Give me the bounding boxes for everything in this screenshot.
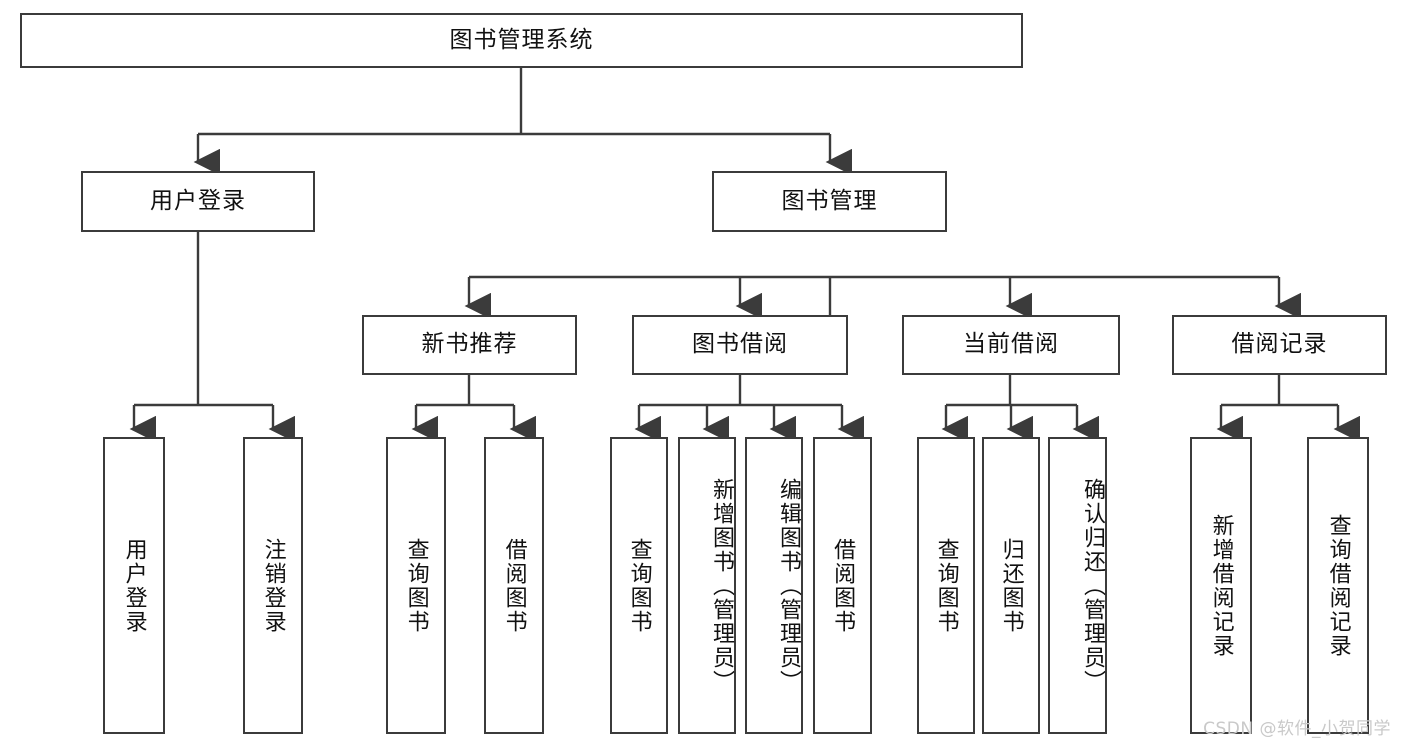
node-book-management[interactable]: 图书管理	[712, 171, 947, 232]
leaf-query-book-borrow-label: 查询图书	[626, 537, 652, 634]
leaf-user-login[interactable]: 用户登录	[103, 437, 165, 734]
node-root-label: 图书管理系统	[449, 26, 594, 53]
node-borrow-record-label: 借阅记录	[1231, 331, 1328, 358]
leaf-query-book-current[interactable]: 查询图书	[917, 437, 975, 734]
leaf-return-book-label: 归还图书	[998, 537, 1024, 634]
watermark: CSDN @软件_小贺同学	[1203, 719, 1391, 739]
node-new-book-recommend-label: 新书推荐	[421, 331, 518, 358]
node-current-borrow-label: 当前借阅	[963, 331, 1059, 358]
leaf-borrow-book-recommend-label: 借阅图书	[501, 537, 527, 634]
node-user-login-label: 用户登录	[150, 187, 246, 214]
leaf-borrow-book-label: 借阅图书	[830, 537, 856, 634]
leaf-return-book[interactable]: 归还图书	[982, 437, 1040, 734]
leaf-confirm-return-admin-label: 确认归还（管理员）	[1080, 477, 1105, 694]
leaf-query-book-current-label: 查询图书	[933, 537, 959, 634]
leaf-confirm-return-admin[interactable]: 确认归还（管理员）	[1048, 437, 1107, 734]
leaf-logout-login-label: 注销登录	[260, 537, 286, 634]
leaf-borrow-book-recommend[interactable]: 借阅图书	[484, 437, 544, 734]
leaf-add-book-admin-label: 新增图书（管理员）	[709, 477, 734, 694]
node-book-management-label: 图书管理	[781, 187, 878, 214]
node-book-borrow[interactable]: 图书借阅	[632, 315, 848, 375]
leaf-edit-book-admin-label: 编辑图书（管理员）	[776, 477, 801, 694]
leaf-logout-login[interactable]: 注销登录	[243, 437, 303, 734]
leaf-query-book-borrow[interactable]: 查询图书	[610, 437, 668, 734]
leaf-query-book-recommend[interactable]: 查询图书	[386, 437, 446, 734]
node-user-login[interactable]: 用户登录	[81, 171, 315, 232]
leaf-query-borrow-record-label: 查询借阅记录	[1325, 513, 1351, 658]
leaf-user-login-label: 用户登录	[121, 537, 147, 634]
leaf-query-book-recommend-label: 查询图书	[403, 537, 429, 634]
leaf-borrow-book[interactable]: 借阅图书	[813, 437, 872, 734]
node-borrow-record[interactable]: 借阅记录	[1172, 315, 1387, 375]
node-current-borrow[interactable]: 当前借阅	[902, 315, 1120, 375]
node-book-borrow-label: 图书借阅	[692, 331, 788, 358]
leaf-add-borrow-record[interactable]: 新增借阅记录	[1190, 437, 1252, 734]
node-new-book-recommend[interactable]: 新书推荐	[362, 315, 577, 375]
leaf-add-book-admin[interactable]: 新增图书（管理员）	[678, 437, 736, 734]
leaf-query-borrow-record[interactable]: 查询借阅记录	[1307, 437, 1369, 734]
leaf-edit-book-admin[interactable]: 编辑图书（管理员）	[745, 437, 803, 734]
node-root[interactable]: 图书管理系统	[20, 13, 1023, 68]
leaf-add-borrow-record-label: 新增借阅记录	[1208, 513, 1234, 658]
